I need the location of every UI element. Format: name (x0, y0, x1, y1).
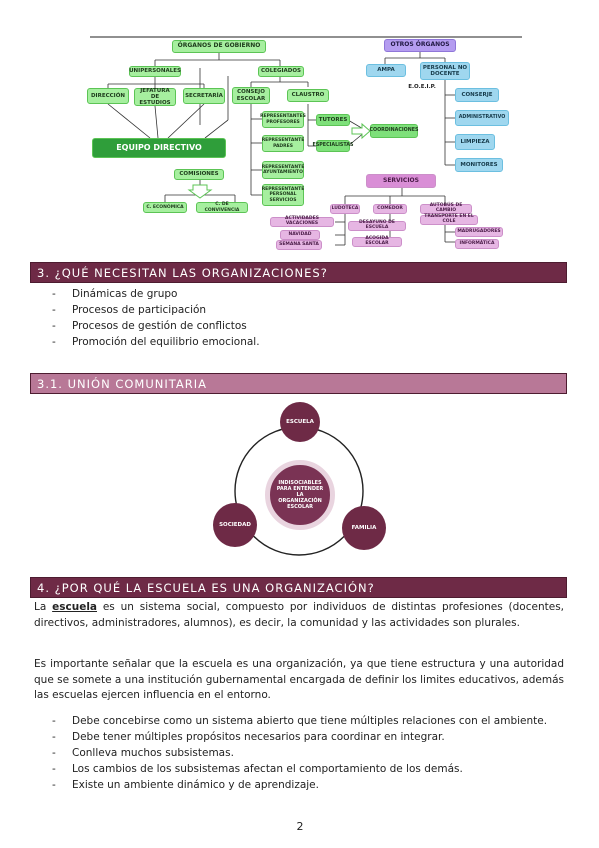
colegiados-box: COLEGIADOS (258, 66, 304, 77)
jefatura-box: JEFATURA DE ESTUDIOS (134, 88, 176, 106)
list-item: Procesos de participación (52, 302, 552, 318)
madrugadores-box: MADRUGADORES (455, 227, 503, 237)
especialistas-box: ESPECIALISTAS (313, 140, 353, 152)
ampa-box: AMPA (366, 64, 406, 77)
section-3-header: 3. ¿QUÉ NECESITAN LAS ORGANIZACIONES? (30, 262, 567, 283)
repr-padres-box: REPRESENTANTE PADRES (262, 135, 304, 152)
limpieza-box: LIMPIEZA (455, 134, 495, 150)
organos-gobierno-box: ÓRGANOS DE GOBIERNO (172, 40, 266, 53)
autobus-box: AUTOBÚS DE CAMBIO (420, 203, 472, 214)
conserje-box: CONSERJE (455, 88, 499, 102)
coordinaciones-box: COORDINACIONES (370, 124, 419, 138)
direccion-box: DIRECCIÓN (87, 88, 129, 104)
section-3-list: Dinámicas de grupo Procesos de participa… (52, 286, 552, 350)
desayuno-box: DESAYUNO DE ESCUELA (348, 220, 406, 231)
comedor-box: COMEDOR (373, 204, 407, 214)
list-item: Conlleva muchos subsistemas. (52, 745, 564, 761)
navidad-box: NAVIDAD (280, 230, 320, 240)
familia-node: FAMILIA (342, 506, 386, 550)
org-chart-connectors (90, 36, 522, 246)
eoep-label: E.O.E.I.P. (408, 84, 436, 90)
page-number: 2 (296, 820, 304, 833)
list-item: Debe tener múltiples propósitos necesari… (52, 729, 564, 745)
claustro-box: CLAUSTRO (287, 89, 329, 102)
servicios-box: SERVICIOS (366, 174, 436, 188)
list-item: Dinámicas de grupo (52, 286, 552, 302)
section-4-header: 4. ¿POR QUÉ LA ESCUELA ES UNA ORGANIZACI… (30, 577, 567, 598)
repr-profesores-box: REPRESENTANTES PROFESORES (260, 111, 306, 128)
paragraph-2: Es importante señalar que la escuela es … (34, 658, 564, 701)
c-convivencia-box: C. DE CONVIVENCIA (196, 202, 248, 213)
informatica-box: INFORMÁTICA (455, 239, 499, 249)
secretaria-box: SECRETARÍA (183, 88, 225, 104)
list-item: Los cambios de los subsistemas afectan e… (52, 761, 564, 777)
list-item: Debe concebirse como un sistema abierto … (52, 713, 564, 729)
consejo-escolar-box: CONSEJO ESCOLAR (232, 87, 270, 104)
ludoteca-box: LUDOTECA (330, 204, 360, 214)
section-4-list: Debe concebirse como un sistema abierto … (52, 713, 564, 793)
org-chart: ÓRGANOS DE GOBIERNO UNIPERSONALES COLEGI… (0, 0, 599, 258)
semana-santa-box: SEMANA SANTA (276, 240, 322, 250)
personal-no-docente-box: PERSONAL NO DOCENTE (420, 62, 470, 80)
administrativo-box: ADMINISTRATIVO (455, 110, 509, 126)
acogida-box: ACOGIDA ESCOLAR (352, 236, 402, 247)
c-economica-box: C. ECONÓMICA (143, 202, 187, 213)
actividades-box: ACTIVIDADES VACACIONES (270, 216, 334, 227)
escuela-node: ESCUELA (280, 402, 320, 442)
list-item: Promoción del equilibrio emocional. (52, 334, 552, 350)
paragraph-1: La escuela es un sistema social, compues… (34, 601, 564, 629)
list-item: Procesos de gestión de conflictos (52, 318, 552, 334)
list-item: Existe un ambiente dinámico y de aprendi… (52, 777, 564, 793)
monitores-box: MONITORES (455, 158, 503, 172)
center-node: INDISOCIABLES PARA ENTENDER LA ORGANIZAC… (265, 460, 335, 530)
repr-personal-box: REPRESENTANTE PERSONAL SERVICIOS (262, 184, 304, 206)
equipo-directivo-box: EQUIPO DIRECTIVO (92, 138, 226, 158)
escuela-term: escuela (52, 601, 98, 613)
unipersonales-box: UNIPERSONALES (129, 66, 181, 77)
sociedad-node: SOCIEDAD (213, 503, 257, 547)
repr-ayuntamiento-box: REPRESENTANTE AYUNTAMIENTO (262, 161, 304, 179)
tutores-box: TUTORES (316, 114, 350, 126)
section-3-1-header: 3.1. UNIÓN COMUNITARIA (30, 373, 567, 394)
community-diagram: ESCUELA SOCIEDAD FAMILIA INDISOCIABLES P… (200, 398, 400, 568)
otros-organos-box: OTROS ÓRGANOS (384, 39, 456, 52)
comisiones-box: COMISIONES (174, 169, 224, 180)
transporte-box: TRANSPORTE EN EL COLE (420, 214, 478, 225)
